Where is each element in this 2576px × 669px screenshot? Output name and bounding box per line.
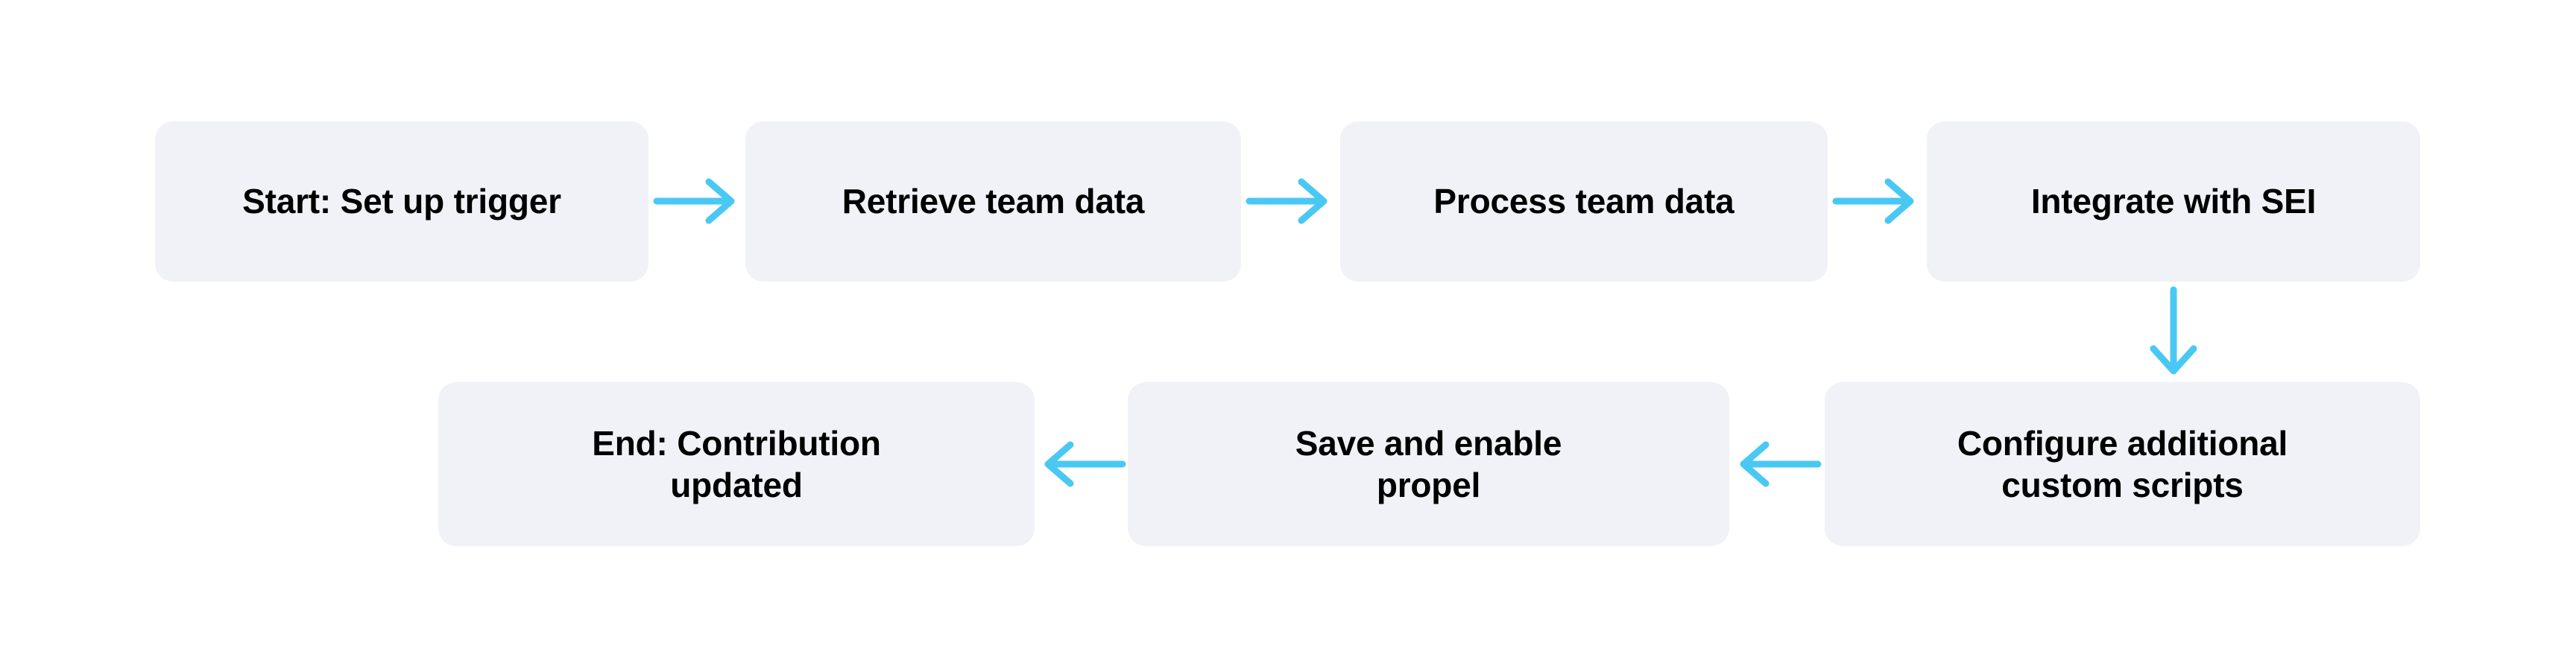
flow-node-save[interactable]: Save and enable propel <box>1128 382 1729 546</box>
flow-node-end-label: End: Contribution updated <box>592 423 881 504</box>
flow-node-process[interactable]: Process team data <box>1340 121 1828 282</box>
flow-node-start[interactable]: Start: Set up trigger <box>155 121 648 282</box>
flow-node-configure[interactable]: Configure additional custom scripts <box>1825 382 2420 546</box>
arrow-right-process-to-integrate <box>1831 171 1921 231</box>
arrow-left-save-to-end <box>1038 434 1127 494</box>
flow-node-end[interactable]: End: Contribution updated <box>438 382 1035 546</box>
flow-node-start-label: Start: Set up trigger <box>242 182 561 221</box>
flow-node-integrate-label: Integrate with SEI <box>2030 182 2317 221</box>
flow-node-retrieve-label: Retrieve team data <box>842 182 1145 221</box>
flow-node-retrieve[interactable]: Retrieve team data <box>745 121 1241 282</box>
flow-node-integrate[interactable]: Integrate with SEI <box>1927 121 2420 282</box>
flow-node-save-label: Save and enable propel <box>1295 423 1562 504</box>
flow-node-process-label: Process team data <box>1433 182 1734 221</box>
flow-node-configure-label: Configure additional custom scripts <box>1957 423 2288 504</box>
arrow-right-retrieve-to-process <box>1245 171 1334 231</box>
arrow-right-start-to-retrieve <box>652 171 742 231</box>
arrow-left-configure-to-save <box>1733 434 1822 494</box>
arrow-down-integrate-to-configure <box>2144 285 2203 378</box>
